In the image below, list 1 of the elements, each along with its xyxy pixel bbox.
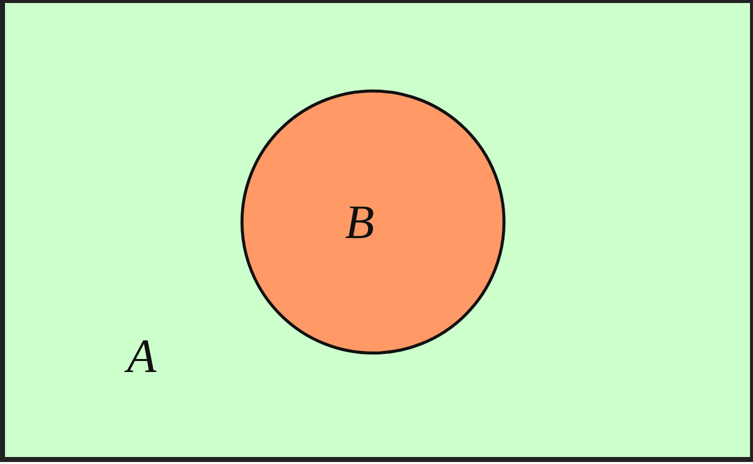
set-label: B	[345, 199, 374, 247]
